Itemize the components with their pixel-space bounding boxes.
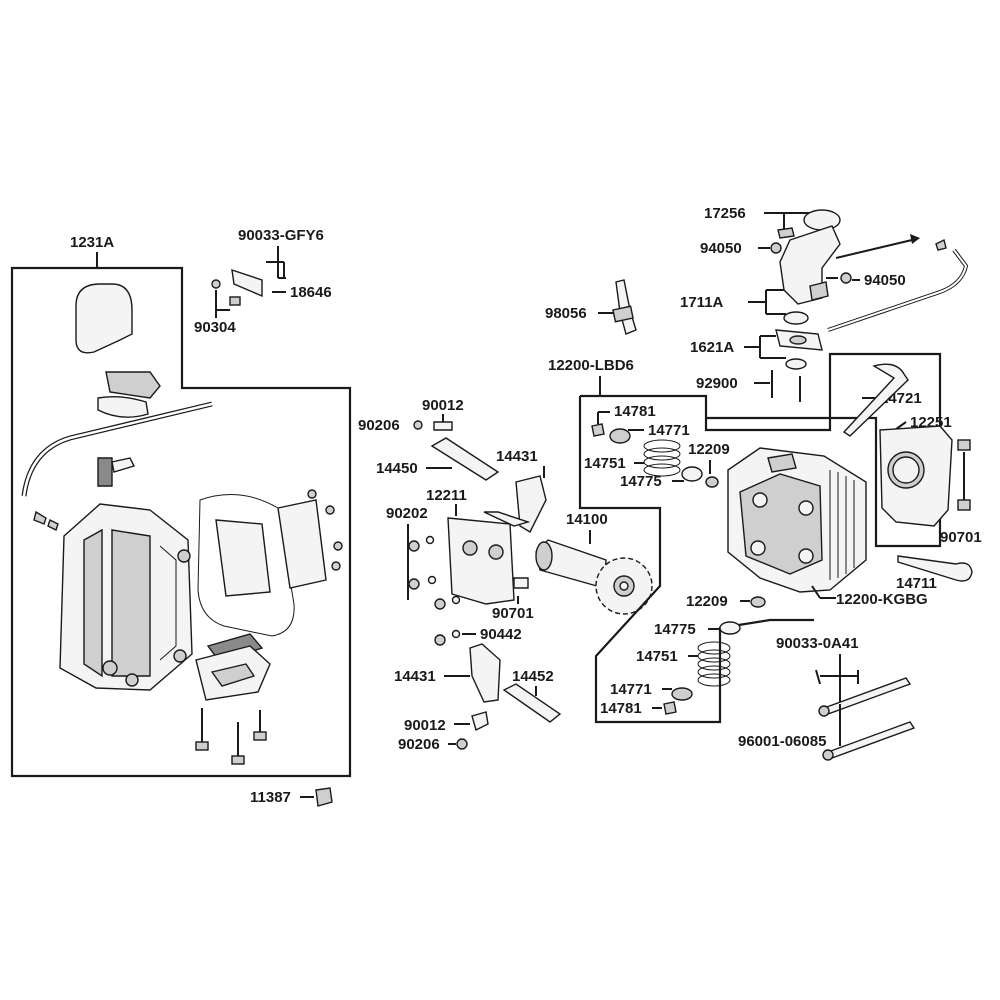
label-14431-bottom: 14431	[394, 668, 436, 685]
label-12209-top: 12209	[688, 441, 730, 458]
valve-train-lower-group: 12209 14775 14751 14771 14781	[600, 593, 766, 717]
studs-group: 90033-0A41 96001-06085	[738, 635, 916, 761]
label-90206-bottom: 90206	[398, 736, 440, 753]
cylinder-head-group: 12200-KGBG	[727, 447, 928, 608]
label-90442: 90442	[480, 626, 522, 643]
label-12211: 12211	[426, 487, 467, 504]
valve-train-upper-group: 14781 14771 14751 12209 14775	[584, 403, 730, 490]
hose-part	[21, 401, 213, 497]
label-92900: 92900	[696, 375, 738, 392]
label-14100: 14100	[566, 511, 608, 528]
label-1711A: 1711A	[680, 294, 724, 311]
intake-group: 17256 94050 94050 1711A 1621A	[680, 205, 969, 402]
rocker-arm-lower-part	[469, 643, 501, 703]
label-12200-LBD6: 12200-LBD6	[548, 357, 634, 374]
label-90206-top: 90206	[358, 417, 400, 434]
label-11387: 11387	[250, 789, 291, 806]
label-90202: 90202	[386, 505, 428, 522]
label-1231A: 1231A	[70, 234, 114, 251]
label-94050-left: 94050	[700, 240, 742, 257]
label-14751-top: 14751	[584, 455, 626, 472]
rocker-arm-group: 90012 90206 14450 14431 12211 90202 9070…	[358, 397, 562, 753]
spark-plug-group: 98056	[545, 279, 637, 335]
bolts-part	[195, 708, 267, 765]
label-90304: 90304	[194, 319, 236, 336]
small-fittings-group: 90033-GFY6 18646 90304	[194, 227, 332, 336]
label-14450: 14450	[376, 460, 418, 477]
label-14751-bottom: 14751	[636, 648, 678, 665]
intake-manifold-part	[779, 225, 841, 305]
label-17256: 17256	[704, 205, 746, 222]
label-90033-0A41: 90033-0A41	[776, 635, 859, 652]
label-90012-top: 90012	[422, 397, 464, 414]
stud-bolt-upper-part	[822, 677, 912, 715]
head-cover-frame	[10, 266, 352, 778]
label-14771-bottom: 14771	[610, 681, 652, 698]
label-14781-top: 14781	[614, 403, 656, 420]
label-14775-top: 14775	[620, 473, 662, 490]
label-14771-top: 14771	[648, 422, 690, 439]
cover-gasket-part	[197, 494, 295, 637]
breather-pipe-part	[75, 283, 133, 354]
clamp-part	[803, 209, 841, 231]
valve-group: 14721 12251 90701 14711	[842, 363, 982, 592]
rocker-shaft-lower-part	[502, 683, 562, 723]
intake-valve-part	[897, 555, 973, 582]
label-14711: 14711	[896, 575, 937, 592]
label-94050-right: 94050	[864, 272, 906, 289]
label-1621A: 1621A	[690, 339, 734, 356]
label-14781-bottom: 14781	[600, 700, 642, 717]
cylinder-head-frame-group: 12200-LBD6	[548, 352, 942, 724]
camshaft-holder-part	[447, 517, 515, 605]
camshaft-group: 14100	[535, 511, 653, 615]
head-cover-group: 1231A	[10, 234, 352, 778]
label-90012-bottom: 90012	[404, 717, 446, 734]
label-90701-right: 90701	[940, 529, 982, 546]
valve-spring-top-part	[643, 439, 681, 477]
label-14775-bottom: 14775	[654, 621, 696, 638]
label-12209-bottom: 12209	[686, 593, 728, 610]
valve-spring-bottom-part	[697, 641, 731, 687]
cylinder-head-frame	[580, 352, 942, 548]
rocker-shaft-part	[430, 437, 500, 481]
exhaust-valve-part	[842, 363, 909, 437]
label-98056: 98056	[545, 305, 587, 322]
label-18646: 18646	[290, 284, 332, 301]
dowel-pins-part	[957, 439, 971, 511]
label-90033-GFY6: 90033-GFY6	[238, 227, 324, 244]
label-96001-06085: 96001-06085	[738, 733, 826, 750]
label-90701-mid: 90701	[492, 605, 534, 622]
label-12200-KGBG: 12200-KGBG	[836, 591, 928, 608]
label-14431-top: 14431	[496, 448, 538, 465]
label-14452: 14452	[512, 668, 554, 685]
